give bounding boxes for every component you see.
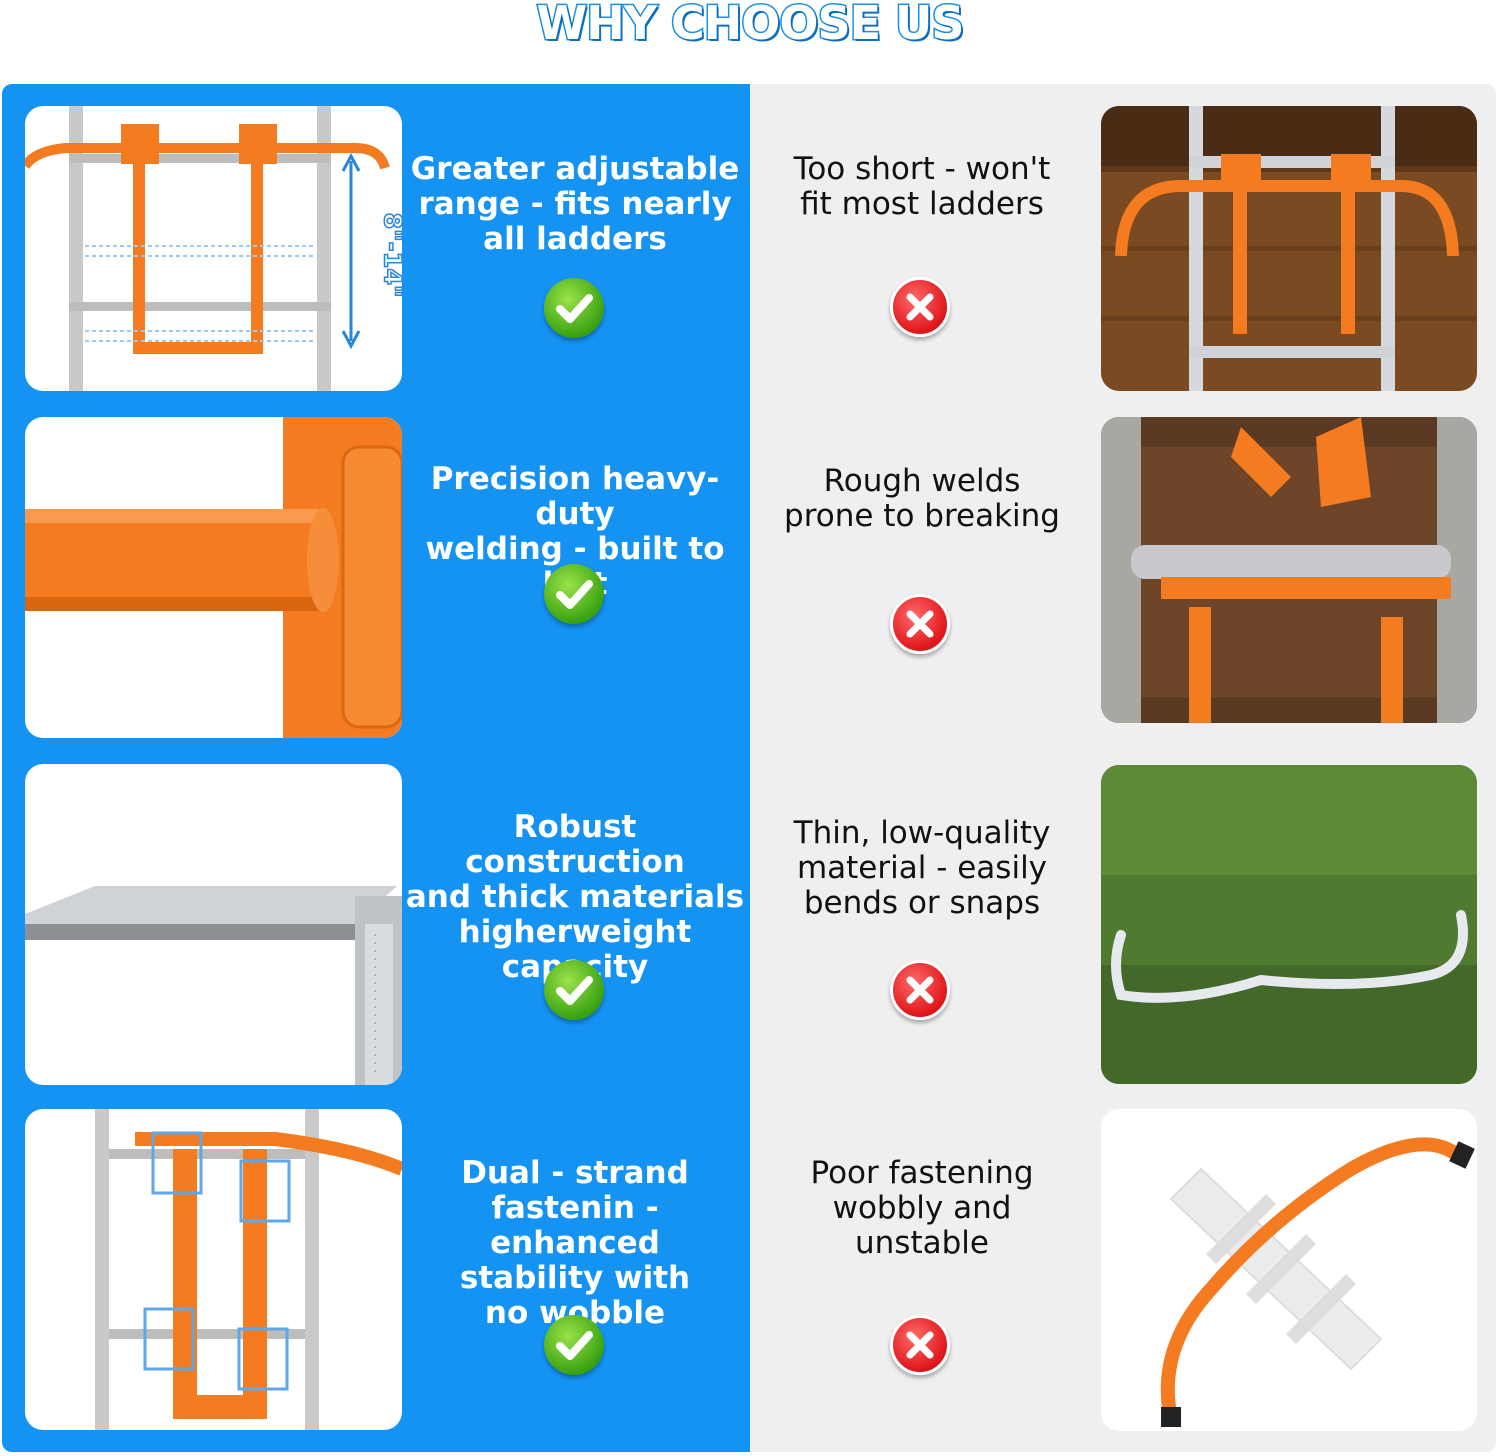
cross-icon xyxy=(890,1315,950,1375)
wobbly-stabilizer-image xyxy=(1101,1109,1477,1431)
broken-weld-photo xyxy=(1101,417,1477,723)
short-ladder-photo xyxy=(1101,106,1477,391)
check-icon xyxy=(544,278,604,338)
page-title: WHY CHOOSE US xyxy=(535,0,966,50)
check-icon xyxy=(544,960,604,1020)
bent-stabilizer-photo xyxy=(1101,765,1477,1084)
good-text-dual-strand: Dual - strand fastenin - enhanced stabil… xyxy=(459,1155,691,1331)
good-text-welding: Precision heavy-duty welding - built to … xyxy=(425,461,725,602)
adjustable-range-image: 8"-14" xyxy=(25,106,402,391)
dual-strand-image xyxy=(25,1109,402,1430)
cross-icon xyxy=(890,277,950,337)
thick-material-image xyxy=(25,764,402,1085)
cross-icon xyxy=(890,594,950,654)
cross-icon xyxy=(890,960,950,1020)
comparison-panel: 8"-14" Greater adjustable range - fits n… xyxy=(2,84,1496,1452)
welding-closeup-image xyxy=(25,417,402,738)
check-icon xyxy=(544,564,604,624)
dimension-label: 8"-14" xyxy=(378,212,402,299)
bad-text-thin: Thin, low-quality material - easily bend… xyxy=(793,815,1051,921)
check-icon xyxy=(544,1315,604,1375)
good-text-robust: Robust construction and thick materials … xyxy=(405,809,745,985)
bad-text-poor-fastening: Poor fastening wobbly and unstable xyxy=(810,1155,1034,1261)
bad-text-short: Too short - won't fit most ladders xyxy=(793,151,1051,222)
bad-text-welds: Rough welds prone to breaking xyxy=(784,463,1060,534)
good-text-adjustable: Greater adjustable range - fits nearly a… xyxy=(410,151,740,257)
